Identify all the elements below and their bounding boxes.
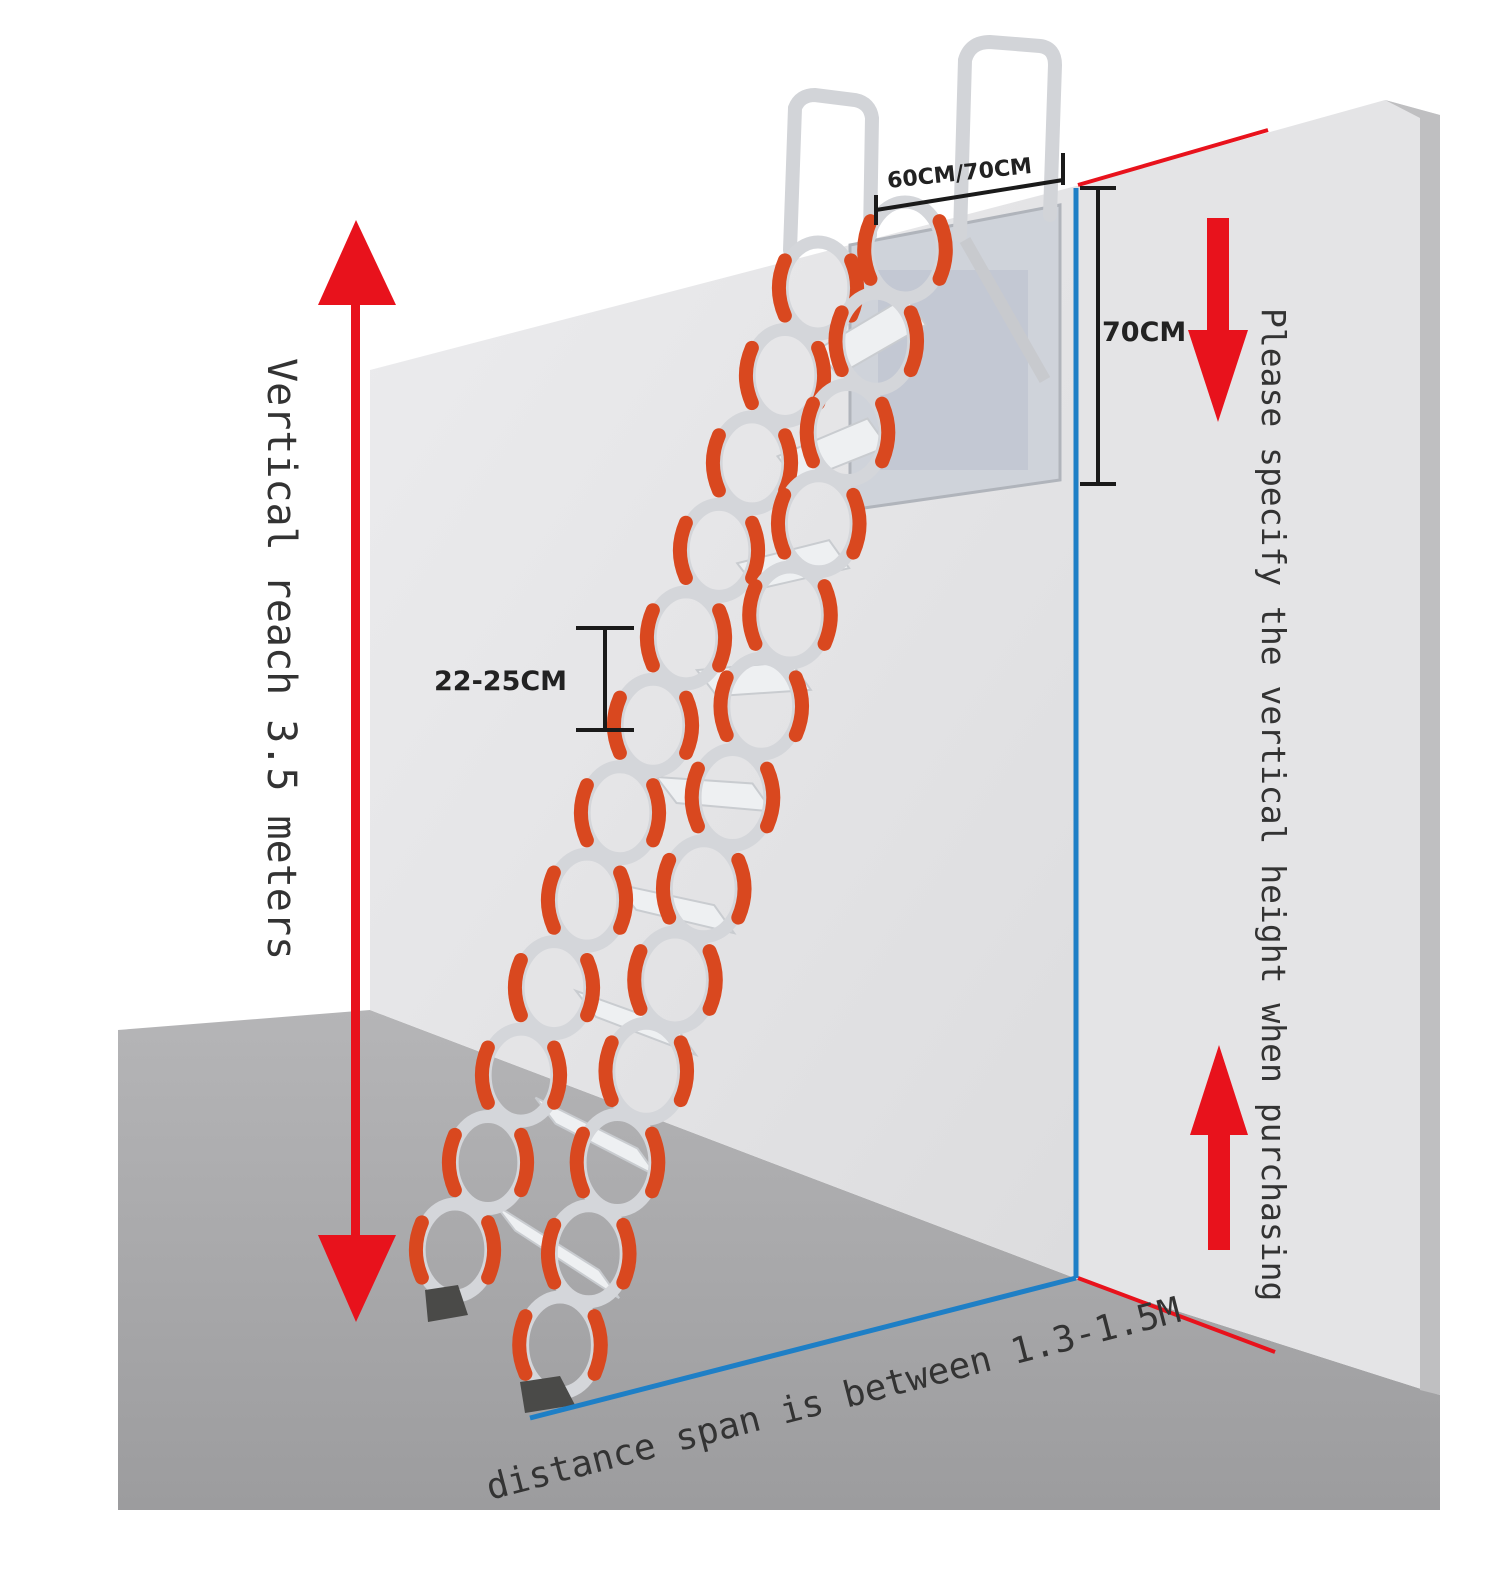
rail-arc-left bbox=[705, 428, 726, 498]
rail-arc-right bbox=[679, 690, 700, 760]
rail-arc-right bbox=[846, 487, 867, 560]
rail-arc-right bbox=[932, 214, 953, 286]
rail-arc-right bbox=[547, 1040, 568, 1110]
rail-arc-right bbox=[817, 579, 838, 651]
rail-arc-left bbox=[627, 944, 648, 1016]
step-spacing-dimension bbox=[576, 626, 634, 732]
rail-arc-right bbox=[673, 1035, 695, 1108]
rail-arc-right bbox=[778, 428, 799, 498]
rail-arc-right bbox=[903, 305, 925, 378]
rail-arc-left bbox=[828, 305, 849, 378]
rail-arc-right bbox=[731, 852, 752, 925]
step-spacing-label: 22-25CM bbox=[434, 666, 567, 697]
rail-arc-left bbox=[540, 865, 561, 935]
span-blue-line bbox=[529, 1275, 1077, 1421]
top-red-line bbox=[1077, 128, 1269, 187]
rail-arc-right bbox=[645, 1126, 666, 1199]
rail-arc-left bbox=[770, 487, 792, 560]
specify-height-label: Please specify the vertical height when … bbox=[1254, 308, 1293, 1301]
rail-arc-right bbox=[613, 865, 634, 935]
rail-arc-left bbox=[742, 579, 763, 651]
rail-arc-right bbox=[646, 778, 667, 848]
rail-arc-left bbox=[799, 396, 820, 469]
down-arrow bbox=[1188, 218, 1248, 422]
rail-arc-left bbox=[857, 214, 878, 286]
rail-arc-left bbox=[738, 340, 759, 411]
handrail-left bbox=[783, 87, 880, 257]
rail-arc-right bbox=[514, 1127, 535, 1198]
rail-arc-left bbox=[512, 1309, 533, 1381]
ladder-foot-left bbox=[425, 1285, 468, 1322]
ladder-rail-right bbox=[512, 195, 953, 1400]
rail-arc-left bbox=[441, 1127, 462, 1198]
vertical-reach-label: Vertical reach 3.5 meters bbox=[258, 358, 304, 960]
rail-arc-right bbox=[587, 1309, 608, 1381]
vertical-reach-arrow bbox=[318, 220, 396, 1322]
rail-arc-right bbox=[760, 761, 781, 834]
box-height-dimension bbox=[1080, 186, 1116, 486]
rail-arc-right bbox=[616, 1217, 637, 1290]
rail-arc-left bbox=[598, 1035, 619, 1108]
right-wall bbox=[1080, 100, 1440, 1395]
rail-arc-left bbox=[474, 1040, 495, 1110]
rail-arc-left bbox=[573, 778, 594, 848]
right-wall-edge bbox=[1385, 100, 1440, 1395]
hinge-bar bbox=[959, 237, 1051, 383]
rail-arc-left bbox=[655, 852, 677, 925]
up-arrow bbox=[1190, 1045, 1248, 1250]
rail-arc-left bbox=[672, 515, 693, 585]
rail-arc-right bbox=[712, 603, 733, 673]
rail-arc-left bbox=[540, 1217, 562, 1290]
rail-arc-left bbox=[771, 253, 792, 323]
bottom-red-line bbox=[1077, 1276, 1276, 1354]
rail-arc-left bbox=[569, 1126, 590, 1199]
rail-arc-right bbox=[788, 670, 810, 743]
rail-arc-left bbox=[713, 670, 734, 743]
rail-arc-left bbox=[408, 1215, 429, 1285]
rail-arc-right bbox=[481, 1215, 502, 1285]
rail-arc-left bbox=[606, 690, 627, 760]
rail-arc-right bbox=[702, 944, 723, 1016]
top-width-dimension bbox=[874, 153, 1065, 225]
handrail-right bbox=[953, 34, 1063, 242]
rail-arc-right bbox=[580, 953, 601, 1023]
rail-arc-left bbox=[507, 953, 528, 1023]
rail-arc-right bbox=[875, 396, 896, 469]
rail-arc-left bbox=[684, 761, 705, 834]
ladder-foot-right bbox=[520, 1376, 575, 1413]
box-height-label: 70CM bbox=[1102, 317, 1186, 348]
rail-arc-right bbox=[745, 515, 766, 585]
rail-arc-left bbox=[639, 603, 660, 673]
